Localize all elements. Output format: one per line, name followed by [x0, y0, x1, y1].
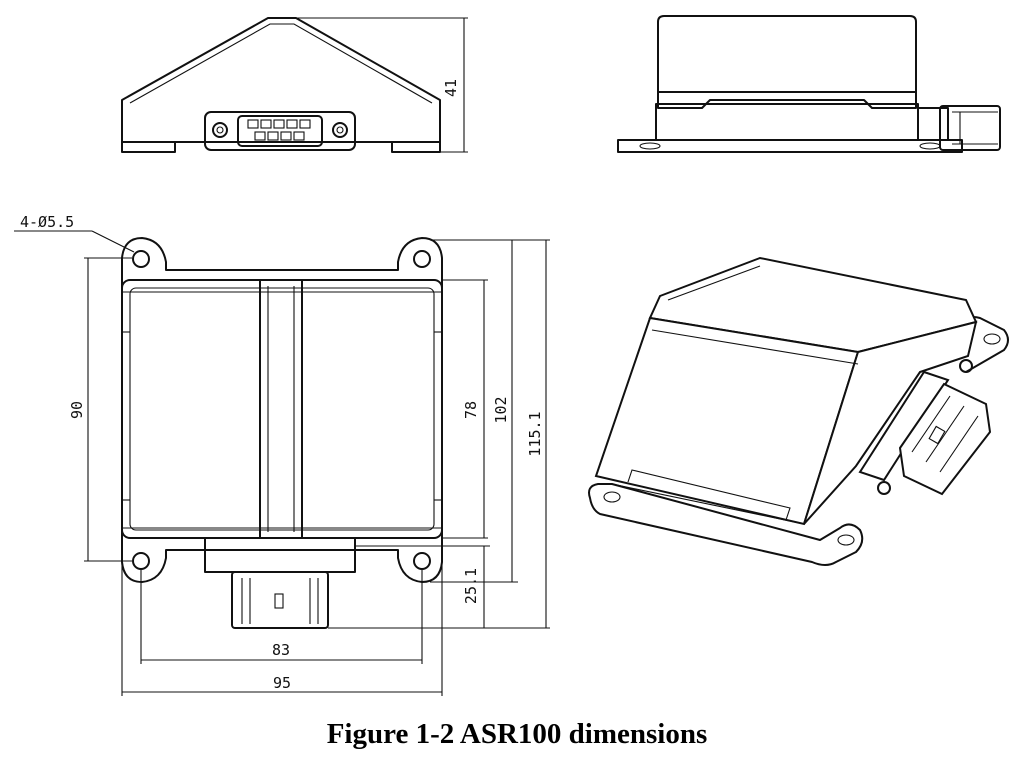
body-length-label: 78 — [462, 401, 480, 419]
overall-length-label: 115.1 — [526, 411, 544, 456]
mounting-hole — [413, 552, 431, 570]
front-view: 41 — [121, 17, 468, 153]
overall-width-label: 95 — [273, 674, 291, 692]
figure-caption: Figure 1-2 ASR100 dimensions — [326, 718, 708, 750]
hole-pitch-vertical-label: 90 — [68, 401, 86, 419]
connector-protrusion-label: 25.1 — [462, 568, 480, 604]
side-view — [617, 15, 1001, 153]
mounting-hole — [132, 552, 150, 570]
height-41-label: 41 — [442, 79, 460, 97]
top-view: 4-Ø5.5 90 78 102 115.1 25.1 83 — [14, 213, 550, 696]
mounting-hole — [413, 250, 431, 268]
hole-pitch-horizontal-label: 83 — [272, 641, 290, 659]
technical-drawing: 41 — [14, 15, 1009, 696]
flange-length-label: 102 — [492, 396, 510, 423]
mounting-hole — [132, 250, 150, 268]
hole-callout-label: 4-Ø5.5 — [20, 213, 74, 231]
isometric-view — [588, 256, 1009, 566]
